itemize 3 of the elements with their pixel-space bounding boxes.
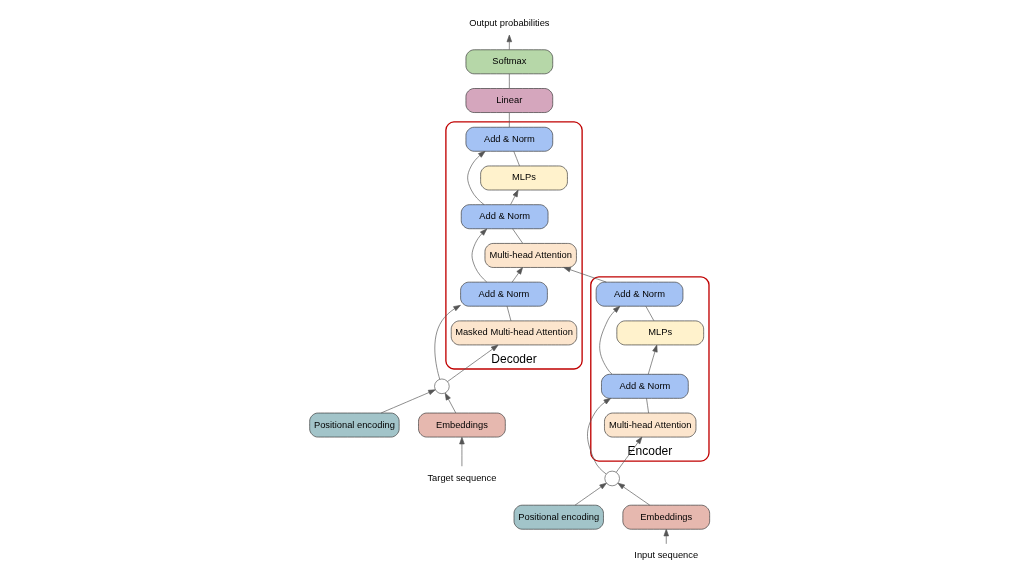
node-text: Target sequence [427, 472, 497, 483]
node-text: Input sequence [634, 550, 699, 561]
node-text: Output probabilities [469, 17, 550, 28]
